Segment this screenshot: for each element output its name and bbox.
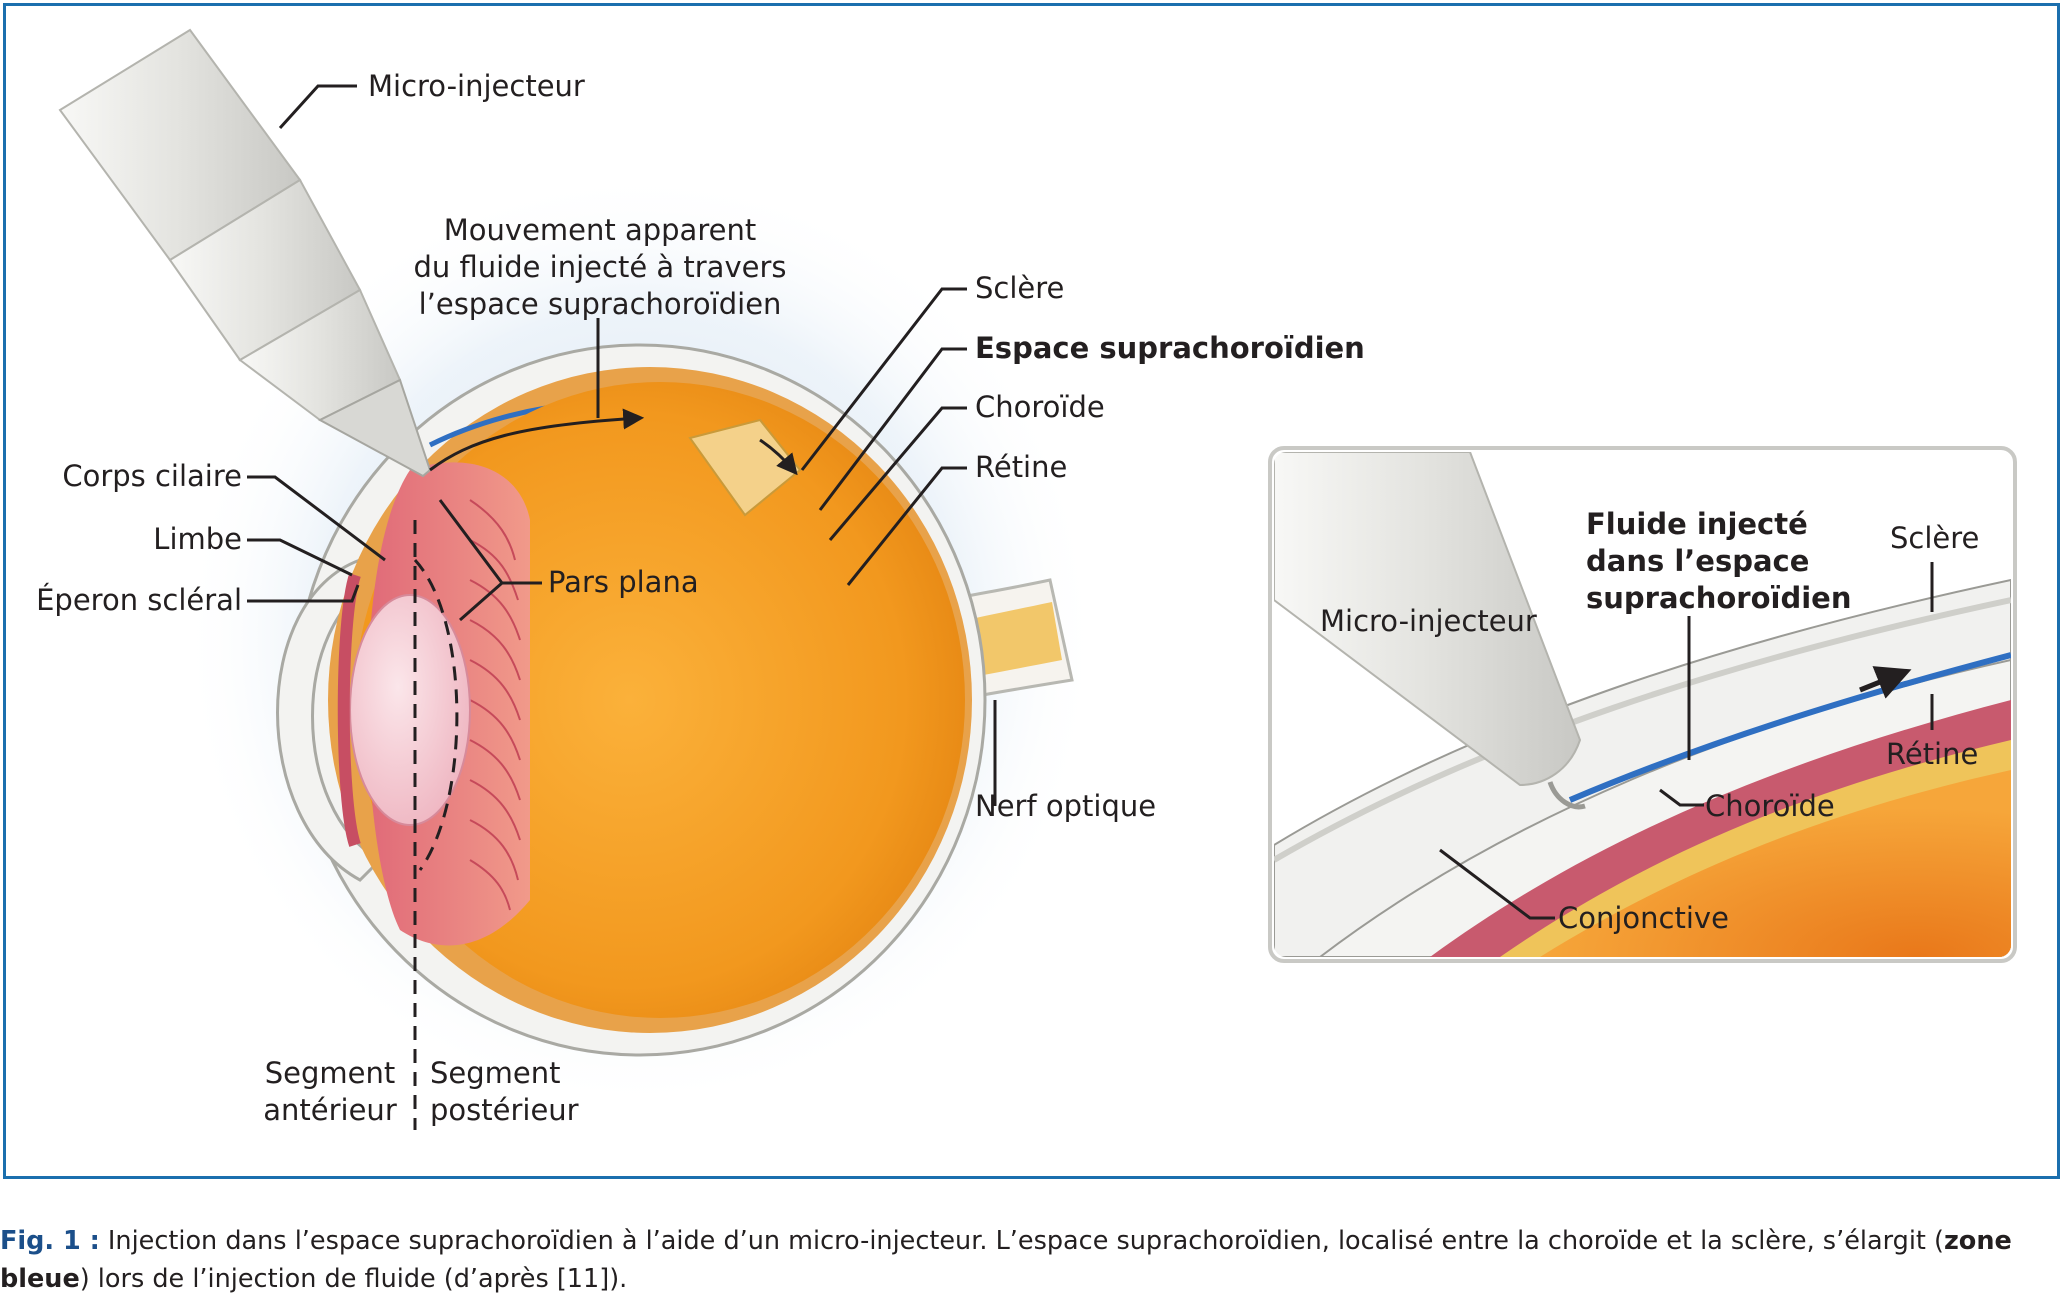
label-limbus: Limbe bbox=[153, 522, 242, 556]
fluid-arrow bbox=[429, 408, 645, 472]
inset-blue bbox=[1568, 652, 2011, 803]
inset-label-conjunctiva: Conjonctive bbox=[1558, 901, 1729, 935]
inset-label-injected-fluid-line3: suprachoroïdien bbox=[1586, 581, 1852, 615]
inset-injector bbox=[1274, 452, 1582, 787]
label-fluid-movement-line3: l’espace suprachoroïdien bbox=[418, 287, 782, 321]
inset-panel bbox=[1268, 446, 2017, 963]
inset-label-choroid: Choroïde bbox=[1705, 789, 1835, 823]
inset-label-retina: Rétine bbox=[1886, 737, 1979, 771]
leader-lines bbox=[247, 84, 997, 806]
sclera-cut bbox=[688, 418, 802, 517]
inset-arrow bbox=[1859, 666, 1912, 699]
inset-vitreous bbox=[1540, 770, 2011, 957]
label-optic-nerve: Nerf optique bbox=[975, 789, 1157, 823]
inset-label-injected-fluid-line1: Fluide injecté bbox=[1586, 507, 1808, 541]
label-pars-plana: Pars plana bbox=[548, 565, 699, 599]
label-fluid-movement-line1: Mouvement apparent bbox=[443, 213, 757, 247]
label-micro-injector: Micro-injecteur bbox=[368, 69, 585, 103]
label-anterior-segment-line2: antérieur bbox=[263, 1093, 397, 1127]
figure-caption: Fig. 1 : Injection dans l’espace suprach… bbox=[0, 1222, 2062, 1298]
caption-text-1: Injection dans l’espace suprachoroïdien … bbox=[99, 1226, 1944, 1256]
inset-label-sclera: Sclère bbox=[1890, 521, 1980, 555]
label-posterior-segment-line1: Segment bbox=[430, 1056, 561, 1090]
ciliary-folds bbox=[469, 499, 521, 911]
caption-lead: Fig. 1 : bbox=[0, 1226, 100, 1256]
label-suprachoroidal-space: Espace suprachoroïdien bbox=[975, 331, 1365, 365]
label-posterior-segment: Segment postérieur bbox=[430, 1055, 579, 1129]
cornea bbox=[276, 558, 383, 882]
inset-needle bbox=[1547, 781, 1586, 810]
fluid-arrow-2 bbox=[759, 438, 798, 476]
lens bbox=[349, 594, 471, 826]
anterior-boundary-dashed bbox=[413, 558, 459, 871]
inset-label-injected-fluid: Fluide injecté dans l’espace suprachoroï… bbox=[1586, 506, 1851, 617]
micro-injector bbox=[58, 28, 432, 478]
caption-bold: zone bleue bbox=[0, 1226, 2012, 1294]
caption-text-2: ) lors de l’injection de fluide (d’après… bbox=[79, 1264, 628, 1294]
label-anterior-segment: Segment antérieur bbox=[250, 1055, 410, 1129]
inset-label-injected-fluid-line2: dans l’espace bbox=[1586, 544, 1810, 578]
label-sclera: Sclère bbox=[975, 271, 1065, 305]
inset-label-micro-injector: Micro-injecteur bbox=[1320, 604, 1537, 638]
label-scleral-spur: Éperon scléral bbox=[36, 583, 242, 617]
label-posterior-segment-line2: postérieur bbox=[430, 1093, 579, 1127]
label-retina: Rétine bbox=[975, 450, 1068, 484]
label-choroid: Choroïde bbox=[975, 390, 1105, 424]
label-anterior-segment-line1: Segment bbox=[264, 1056, 396, 1090]
eye-diagram bbox=[58, 28, 1100, 1130]
label-fluid-movement: Mouvement apparent du fluide injecté à t… bbox=[400, 212, 800, 323]
label-ciliary-body: Corps cilaire bbox=[62, 459, 242, 493]
inset-conjunctiva-layer bbox=[1274, 597, 2011, 863]
iris bbox=[337, 573, 361, 847]
inset-leader-lines bbox=[1439, 562, 1934, 920]
label-fluid-movement-line2: du fluide injecté à travers bbox=[413, 250, 787, 284]
